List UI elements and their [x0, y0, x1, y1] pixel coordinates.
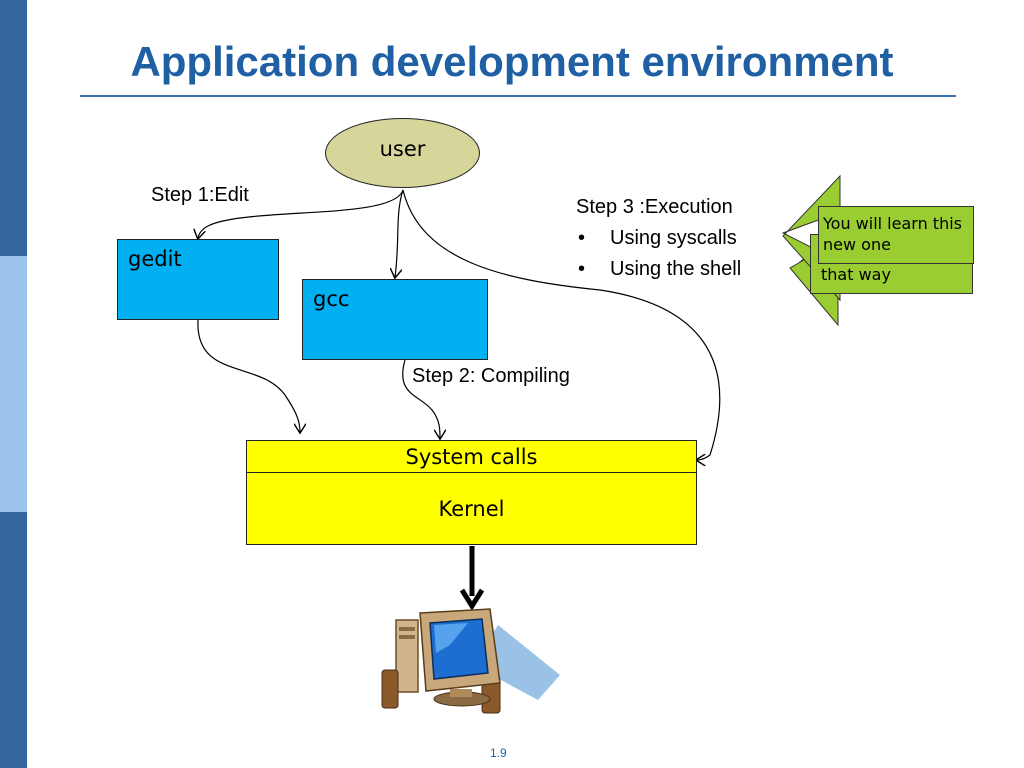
arrow-user-to-gedit	[198, 189, 404, 238]
arrow-gedit-to-syscalls	[197, 319, 300, 432]
step3-block: Step 3 :Execution Using syscalls Using t…	[576, 192, 741, 285]
step2-label: Step 2: Compiling	[412, 365, 570, 387]
gedit-node: gedit	[117, 239, 279, 320]
arrow-user-to-syscalls	[402, 189, 721, 460]
user-label: user	[379, 137, 426, 161]
sidebar-light-segment	[0, 256, 27, 512]
gcc-label: gcc	[313, 287, 350, 311]
callout-front-box: You will learn this new one	[818, 206, 974, 264]
system-calls-layer: System calls	[246, 440, 697, 473]
step3-item-shell: Using the shell	[576, 254, 741, 285]
callout-back-text: that way	[821, 265, 891, 284]
title-underline	[80, 95, 956, 97]
step3-item-syscalls: Using syscalls	[576, 223, 741, 254]
step3-heading: Step 3 :Execution	[576, 196, 733, 218]
gedit-label: gedit	[128, 247, 182, 271]
left-sidebar-band	[0, 0, 27, 768]
step3-list: Using syscalls Using the shell	[576, 223, 741, 285]
callout-front-text: You will learn this new one	[823, 214, 962, 254]
slide-number: 1.9	[490, 746, 507, 760]
step1-label: Step 1:Edit	[151, 184, 249, 206]
slide-title: Application development environment	[130, 38, 894, 85]
computer-icon	[381, 608, 560, 714]
kernel-label: Kernel	[438, 497, 505, 521]
arrow-user-to-gcc	[395, 189, 404, 277]
system-calls-label: System calls	[405, 445, 538, 469]
arrow-gcc-to-syscalls	[402, 359, 440, 438]
kernel-layer: Kernel	[246, 472, 697, 545]
gcc-node: gcc	[302, 279, 488, 360]
user-node: user	[325, 118, 480, 188]
